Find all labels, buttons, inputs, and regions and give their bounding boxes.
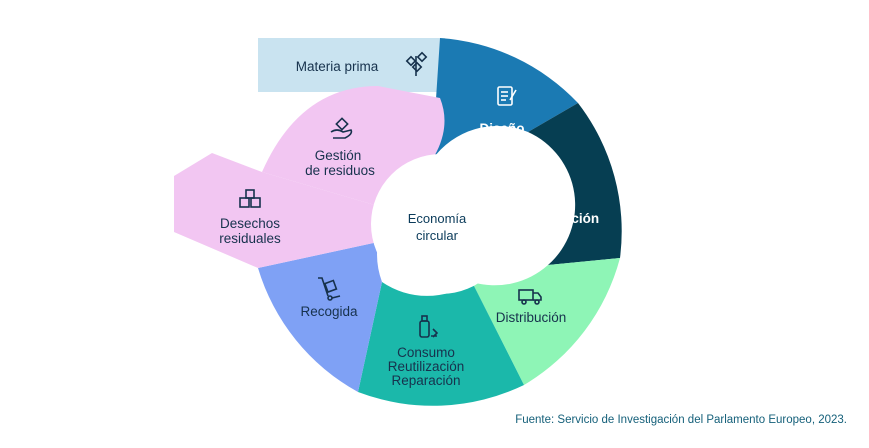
consumo-label-line2: Reutilización xyxy=(388,359,465,374)
bottle-recycle-icon xyxy=(419,315,439,338)
design-document-icon xyxy=(497,86,517,106)
recogida-label: Recogida xyxy=(300,304,358,319)
plant-icon xyxy=(405,51,428,76)
gestion-label-line1: Gestión xyxy=(315,148,362,163)
produccion-segment xyxy=(528,103,622,265)
center-label-line2: circular xyxy=(416,228,459,243)
produccion-label: Producción xyxy=(525,211,599,226)
desechos-label-line2: residuales xyxy=(219,231,281,246)
diseno-label-line2: sostenible xyxy=(469,138,536,153)
diseno-label-line1: Diseño xyxy=(479,121,524,136)
boxes-icon xyxy=(239,189,261,208)
hand-box-icon xyxy=(330,117,353,139)
consumo-segment xyxy=(358,282,524,406)
diseno-segment xyxy=(432,38,578,160)
distribucion-segment xyxy=(472,258,620,385)
source-caption: Fuente: Servicio de Investigación del Pa… xyxy=(515,414,847,426)
desechos-segment xyxy=(174,153,378,268)
center-label-line1: Economía xyxy=(408,211,467,226)
recogida-segment xyxy=(258,242,382,392)
materia-prima-label: Materia prima xyxy=(296,59,379,74)
hand-truck-icon xyxy=(318,277,341,301)
truck-icon xyxy=(518,289,542,305)
gears-icon xyxy=(552,184,575,205)
consumo-label-line1: Consumo xyxy=(397,345,455,360)
materia-prima-segment xyxy=(258,38,462,92)
center-disk xyxy=(371,154,511,294)
desechos-label-line1: Desechos xyxy=(220,216,280,231)
consumo-label-line3: Reparación xyxy=(391,373,460,388)
gestion-label-line2: de residuos xyxy=(305,163,375,178)
distribucion-label: Distribución xyxy=(496,310,567,325)
